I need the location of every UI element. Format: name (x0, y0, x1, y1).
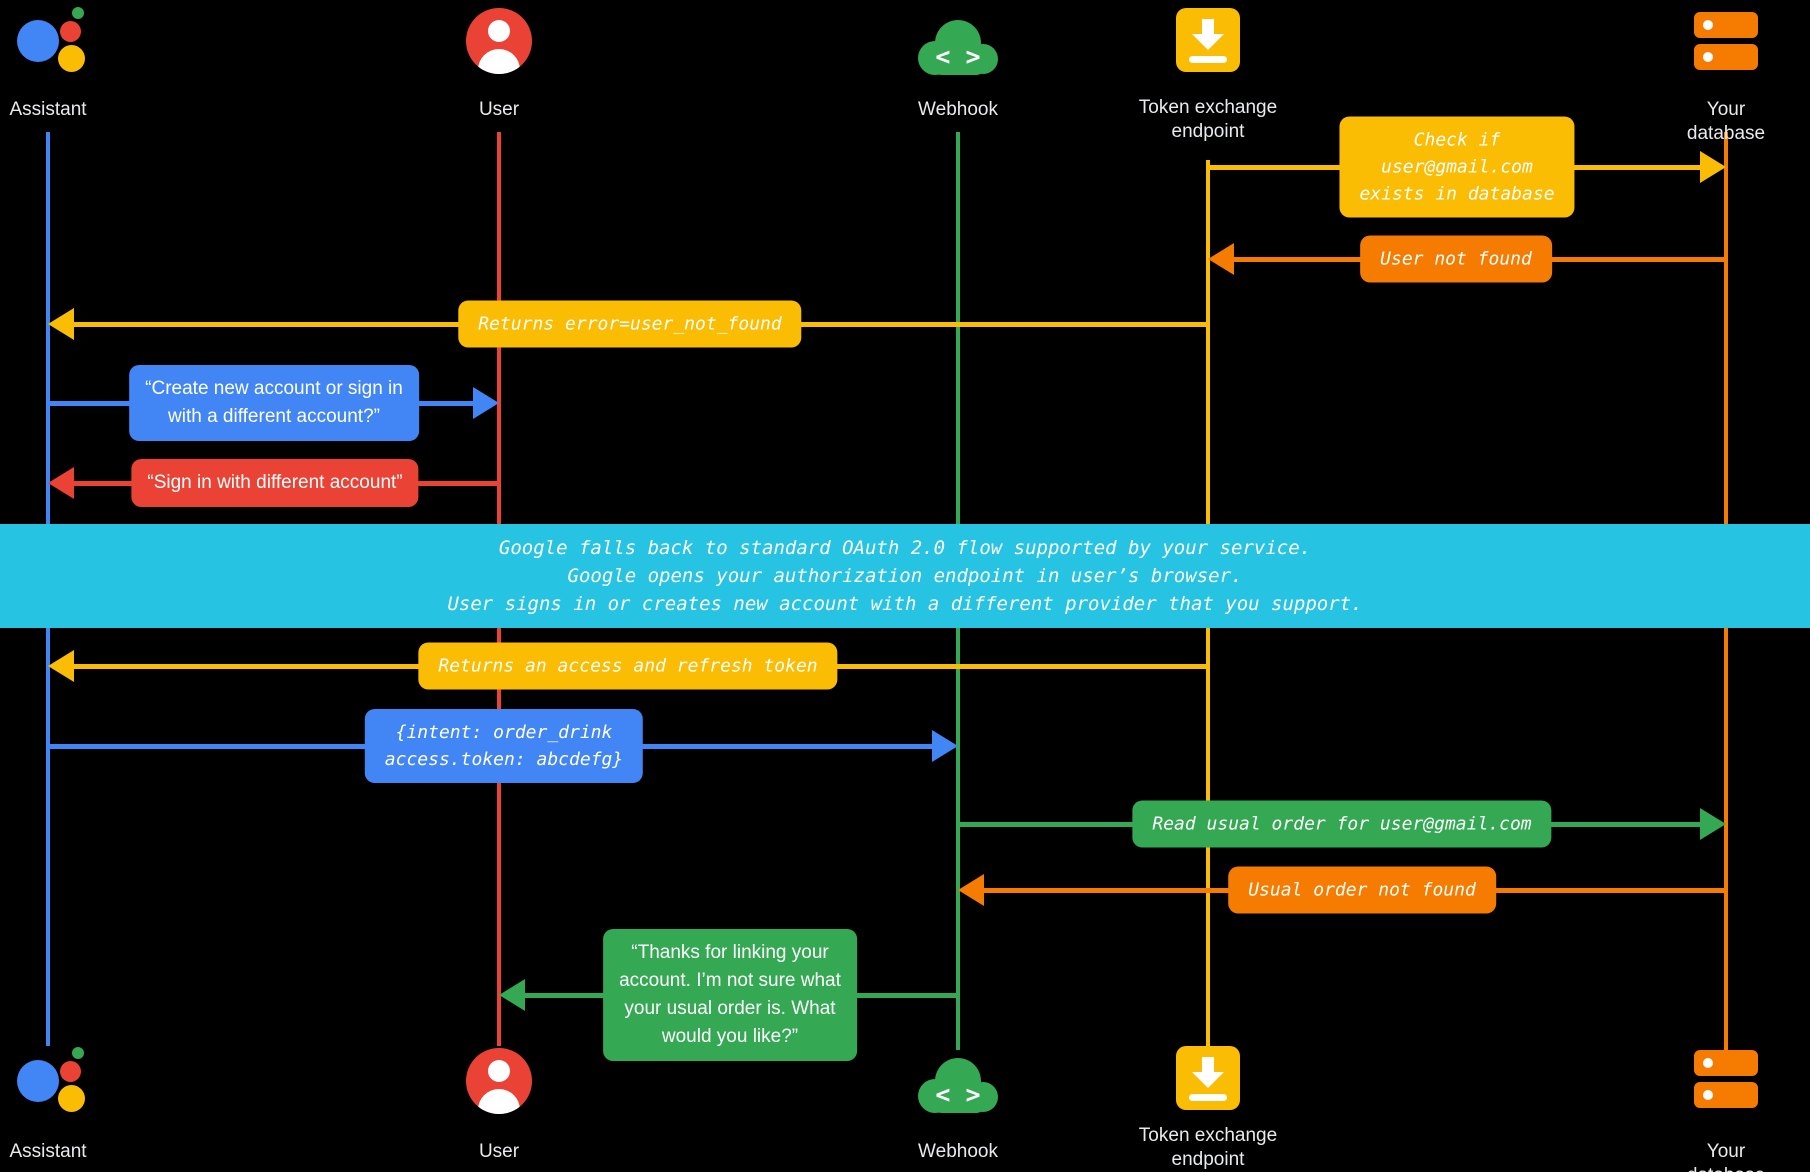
user-avatar-icon (466, 1048, 532, 1114)
tray-bar (1189, 1094, 1227, 1101)
assistant-yellow-dot-icon (58, 45, 85, 72)
down-arrow-stem (1202, 1057, 1214, 1072)
webhook-cloud-icon: < > (908, 12, 1008, 87)
code-brackets-glyph: < > (935, 1080, 980, 1109)
message-label: User not found (1360, 235, 1552, 283)
message-label: “Sign in with different account” (131, 459, 419, 507)
user-avatar-icon (466, 8, 532, 74)
arrowhead-left-icon (499, 979, 525, 1011)
down-arrow-head (1192, 1072, 1224, 1088)
lane-label-webhook-bottom: Webhook (918, 1141, 998, 1162)
message-label: Returns error=user_not_found (458, 300, 802, 348)
lane-label-database-top: Your database (1686, 99, 1766, 144)
database-icon (1694, 1050, 1758, 1108)
avatar-head (488, 1060, 510, 1082)
google-assistant-logo-icon (8, 4, 88, 84)
assistant-red-dot-icon (60, 1061, 81, 1082)
database-dot (1703, 1058, 1713, 1068)
message-label: Check if user@gmail.com exists in databa… (1339, 116, 1575, 218)
assistant-yellow-dot-icon (58, 1085, 85, 1112)
message-label: Returns an access and refresh token (418, 642, 838, 690)
assistant-green-dot-icon (72, 1047, 84, 1059)
database-dot (1703, 52, 1713, 62)
message-label: “Thanks for linking your account. I’m no… (603, 929, 857, 1061)
lane-label-user-top: User (478, 99, 520, 120)
arrowhead-right-icon (473, 387, 499, 419)
arrowhead-left-icon (48, 650, 74, 682)
avatar-body (478, 1089, 520, 1114)
assistant-red-dot-icon (60, 21, 81, 42)
lane-label-assistant-top: Assistant (9, 99, 87, 120)
arrowhead-right-icon (932, 730, 958, 762)
message-label: “Create new account or sign in with a di… (129, 365, 419, 441)
tray-bar (1189, 56, 1227, 63)
down-arrow-stem (1202, 19, 1214, 34)
database-icon (1694, 12, 1758, 70)
avatar-body (478, 49, 520, 74)
lane-label-webhook-top: Webhook (918, 99, 998, 120)
code-brackets-glyph: < > (935, 42, 980, 71)
database-bar-bottom (1694, 1082, 1758, 1108)
lane-label-token-bottom: Token exchange endpoint (1138, 1125, 1278, 1170)
database-bar-top (1694, 1050, 1758, 1076)
arrowhead-left-icon (1208, 243, 1234, 275)
database-dot (1703, 20, 1713, 30)
lane-label-token-top: Token exchange endpoint (1138, 97, 1278, 142)
lane-label-database-bottom: Your database (1687, 1141, 1765, 1172)
assistant-blue-dot-icon (17, 1060, 59, 1102)
message-label: Read usual order for user@gmail.com (1132, 800, 1552, 848)
database-bar-bottom (1694, 44, 1758, 70)
avatar-head (488, 20, 510, 42)
arrowhead-left-icon (48, 467, 74, 499)
assistant-blue-dot-icon (17, 20, 59, 62)
message-label: Usual order not found (1228, 866, 1496, 914)
token-exchange-icon (1176, 8, 1240, 72)
oauth-fallback-note-banner: Google falls back to standard OAuth 2.0 … (0, 524, 1810, 628)
message-label: {intent: order_drink access.token: abcde… (364, 709, 644, 783)
assistant-green-dot-icon (72, 7, 84, 19)
arrowhead-left-icon (958, 874, 984, 906)
arrowhead-right-icon (1700, 151, 1726, 183)
lane-label-user-bottom: User (478, 1141, 520, 1162)
webhook-cloud-icon: < > (908, 1050, 1008, 1125)
database-bar-top (1694, 12, 1758, 38)
token-exchange-icon (1176, 1046, 1240, 1110)
arrowhead-right-icon (1700, 808, 1726, 840)
arrowhead-left-icon (48, 308, 74, 340)
lane-label-assistant-bottom: Assistant (9, 1141, 87, 1162)
down-arrow-head (1192, 34, 1224, 50)
google-assistant-logo-icon (8, 1044, 88, 1124)
database-dot (1703, 1090, 1713, 1100)
